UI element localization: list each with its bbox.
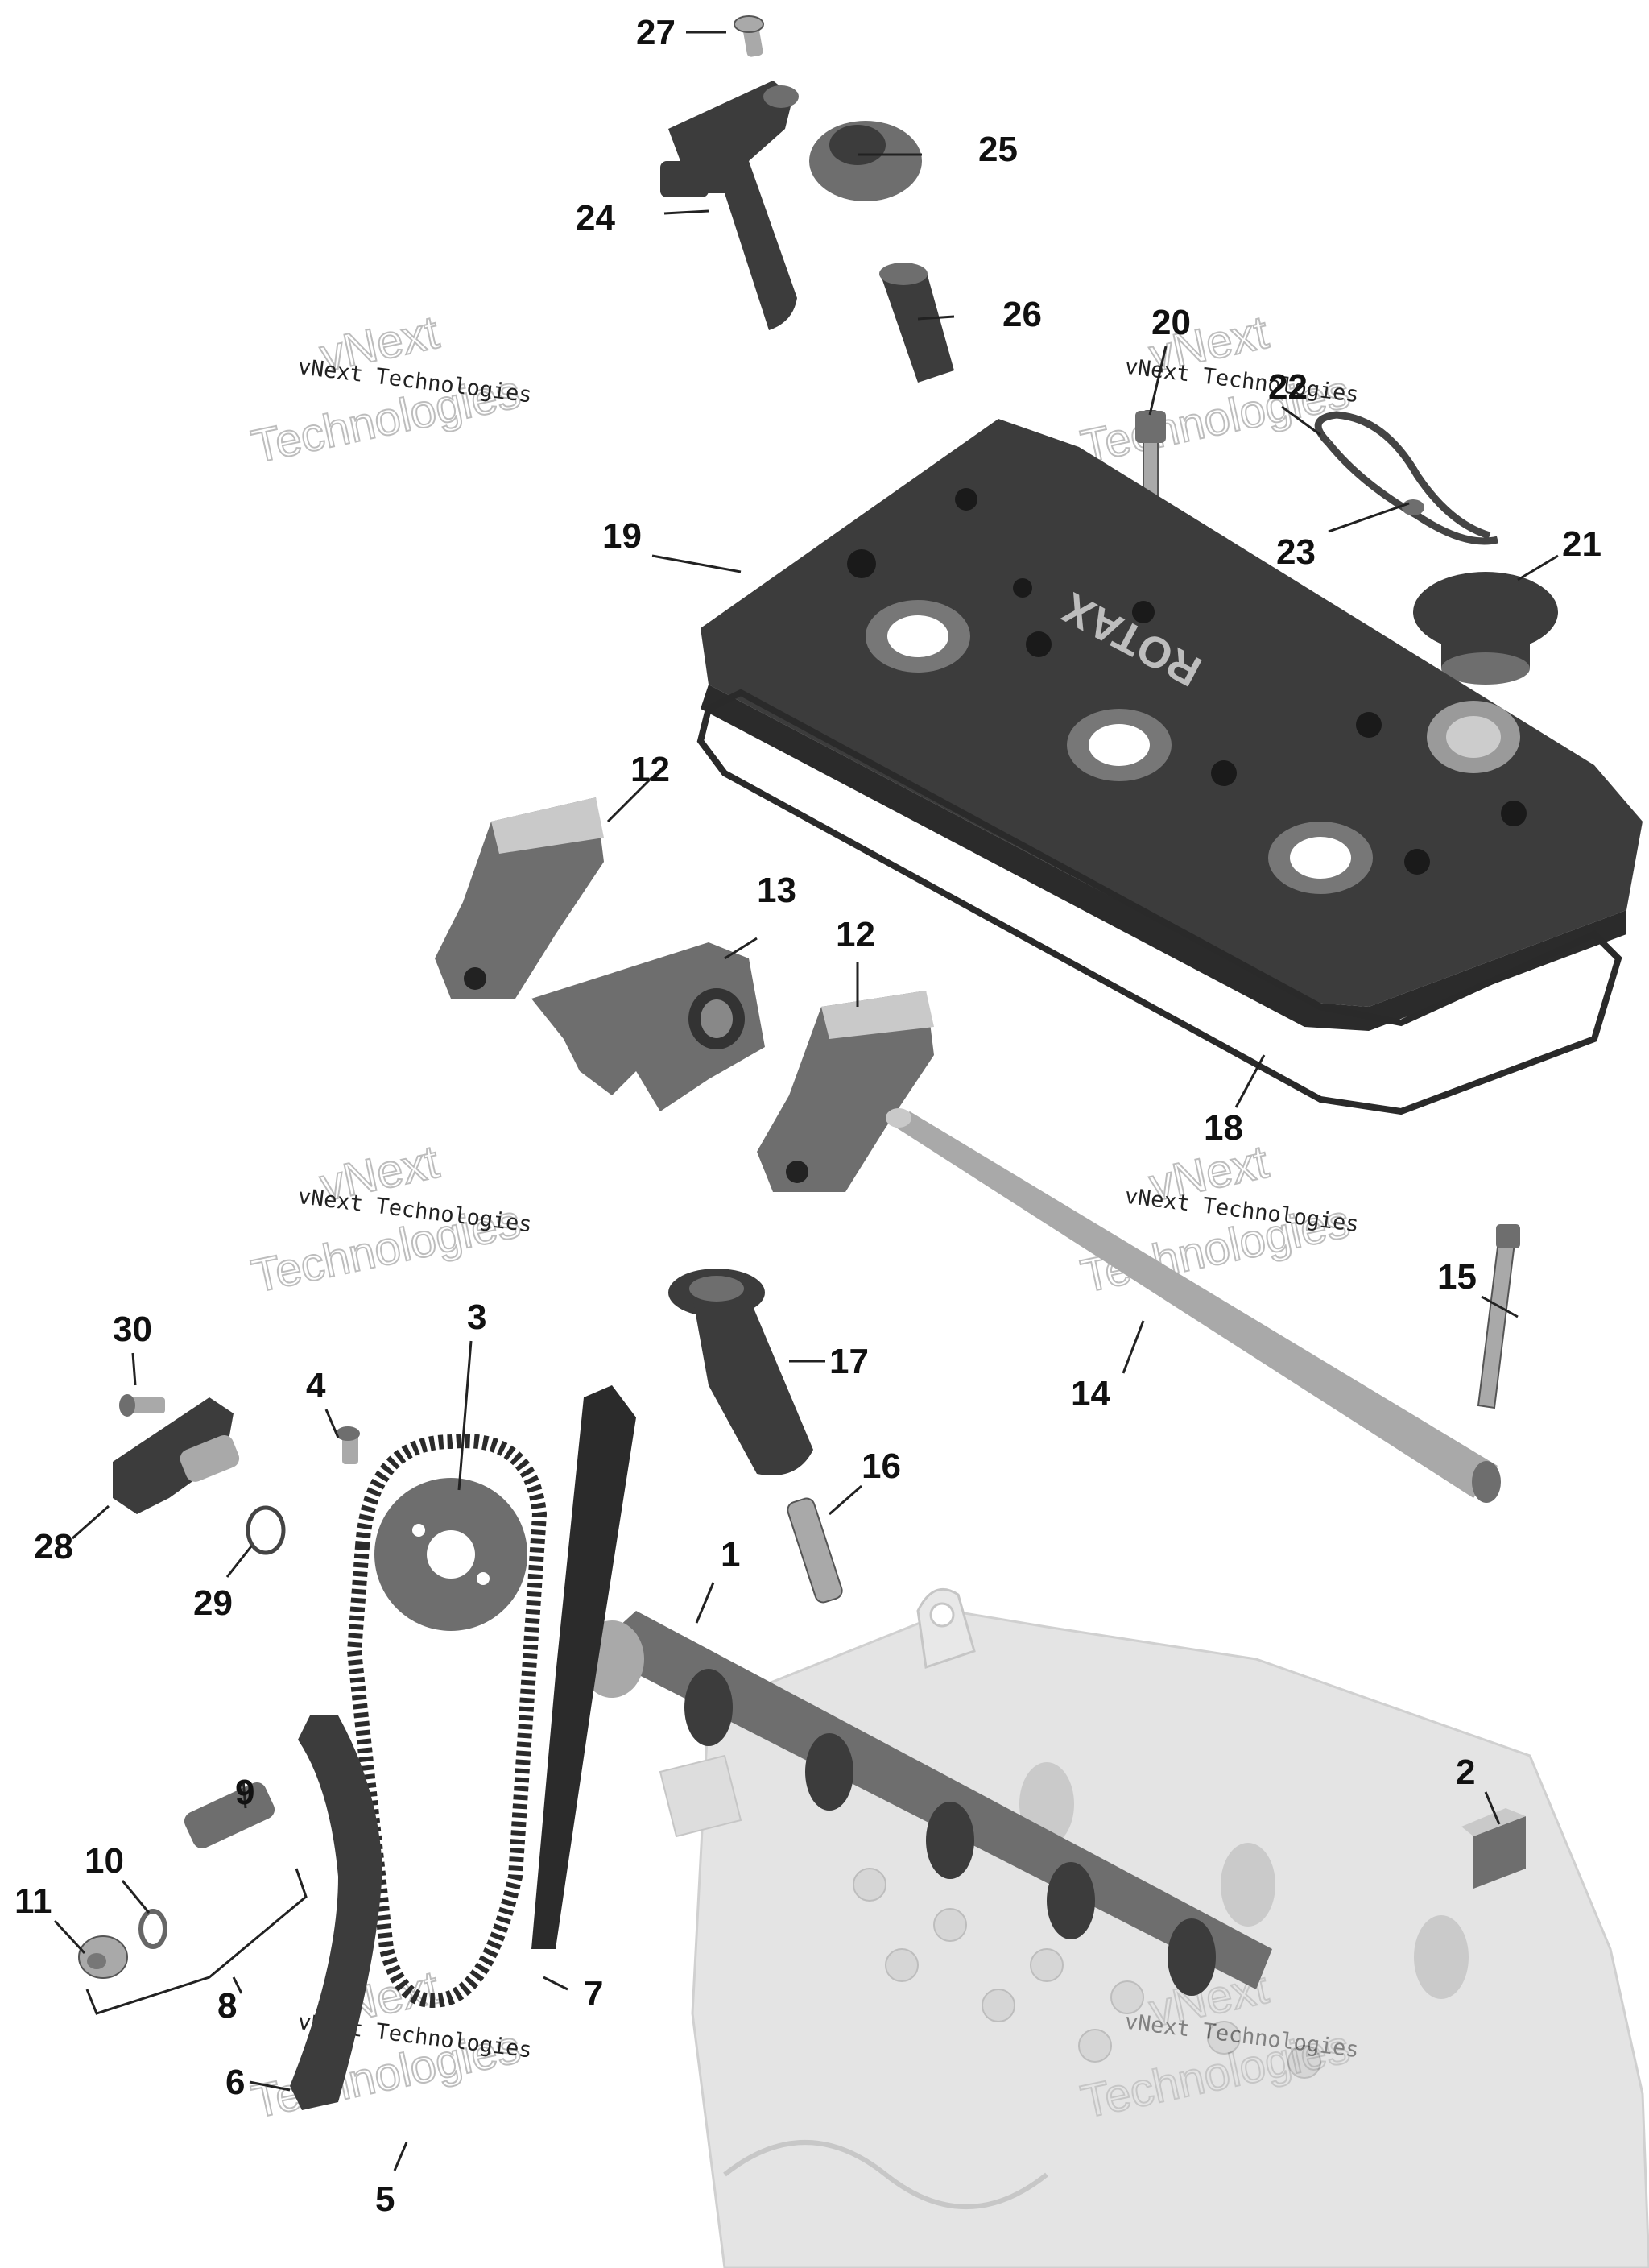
watermark-top-right: vNext Technologies vNext Technologies	[1076, 305, 1360, 474]
watermark-top-left: vNext Technologies vNext Technologies	[246, 305, 533, 474]
screw-part-30	[119, 1394, 165, 1417]
callout-12-upper: 12	[630, 750, 670, 789]
callout-4: 4	[306, 1366, 326, 1405]
callout-13: 13	[757, 871, 796, 910]
screw-part-27	[734, 15, 764, 57]
callout-7: 7	[584, 1974, 603, 2013]
callout-19: 19	[602, 516, 642, 556]
seal-ring-part-25	[809, 121, 922, 201]
chain-guide-part-7	[531, 1385, 636, 1949]
ignition-coil-part-24	[660, 81, 799, 330]
callout-26: 26	[1002, 295, 1042, 334]
valve-cover-part-19: ROTAX	[701, 419, 1643, 1031]
callout-18: 18	[1204, 1108, 1243, 1148]
sealing-ring-part-10	[138, 1909, 167, 1949]
tensioner-guide-part-6	[290, 1715, 382, 2110]
callout-8: 8	[217, 1986, 237, 2026]
oil-filler-cap-part-21	[1413, 572, 1558, 685]
valve-cover-gasket-part-18	[696, 689, 1622, 1115]
callout-23: 23	[1276, 532, 1316, 572]
plug-screw-part-11	[78, 1935, 128, 1979]
spark-plug-part-16	[787, 1497, 843, 1604]
callout-24: 24	[576, 198, 615, 238]
callout-14: 14	[1071, 1374, 1110, 1413]
timing-chain-part-5	[346, 1434, 548, 2008]
callout-16: 16	[862, 1446, 901, 1486]
callout-1: 1	[721, 1535, 740, 1575]
camshaft-sensor-part-28	[113, 1397, 240, 1514]
rocker-arm-part-12-right	[757, 991, 934, 1192]
callout-25: 25	[978, 130, 1018, 169]
rocker-arm-part-12-left	[435, 797, 604, 999]
callout-11: 11	[14, 1881, 52, 1921]
o-ring-part-29	[246, 1505, 286, 1555]
leader-lines	[53, 31, 1559, 2171]
callout-28: 28	[34, 1527, 73, 1566]
callout-20: 20	[1151, 303, 1191, 342]
callout-27: 27	[636, 13, 676, 52]
watermark-bottom-left: vNext Technologies vNext Technologies	[246, 1960, 533, 2129]
screw-part-23	[1402, 499, 1424, 515]
rocker-shaft-part-14	[886, 1108, 1501, 1503]
callout-2: 2	[1456, 1753, 1475, 1792]
callout-30: 30	[113, 1310, 152, 1349]
screw-part-4	[336, 1426, 360, 1464]
spark-plug-boot-part-26	[879, 263, 954, 383]
callout-12-lower: 12	[836, 915, 875, 954]
callout-3: 3	[467, 1297, 486, 1337]
strap-part-22	[1314, 411, 1499, 545]
callout-22: 22	[1268, 367, 1308, 407]
callout-9: 9	[235, 1773, 254, 1812]
spark-plug-tube-part-17	[668, 1269, 813, 1475]
camshaft-sprocket-part-3	[374, 1478, 527, 1631]
callout-29: 29	[193, 1583, 233, 1623]
callout-10: 10	[85, 1841, 124, 1881]
callout-15: 15	[1437, 1257, 1477, 1297]
callout-21: 21	[1562, 524, 1601, 564]
rocker-arm-part-13	[531, 942, 765, 1111]
callout-17: 17	[829, 1342, 869, 1381]
tensioner-plunger-part-9	[184, 1782, 275, 1849]
callout-5: 5	[375, 2179, 395, 2219]
cap-part-2	[1461, 1808, 1526, 1889]
bolt-part-15	[1477, 1224, 1520, 1409]
watermark-mid-right: vNext Technologies vNext Technologies	[1076, 1135, 1360, 1304]
watermark-mid-left: vNext Technologies vNext Technologies	[246, 1135, 533, 1304]
callout-labels: 27 25 24 26 20 22 23 21 19 18 12 13 12 1…	[14, 13, 1601, 2219]
callout-6: 6	[225, 2063, 245, 2102]
